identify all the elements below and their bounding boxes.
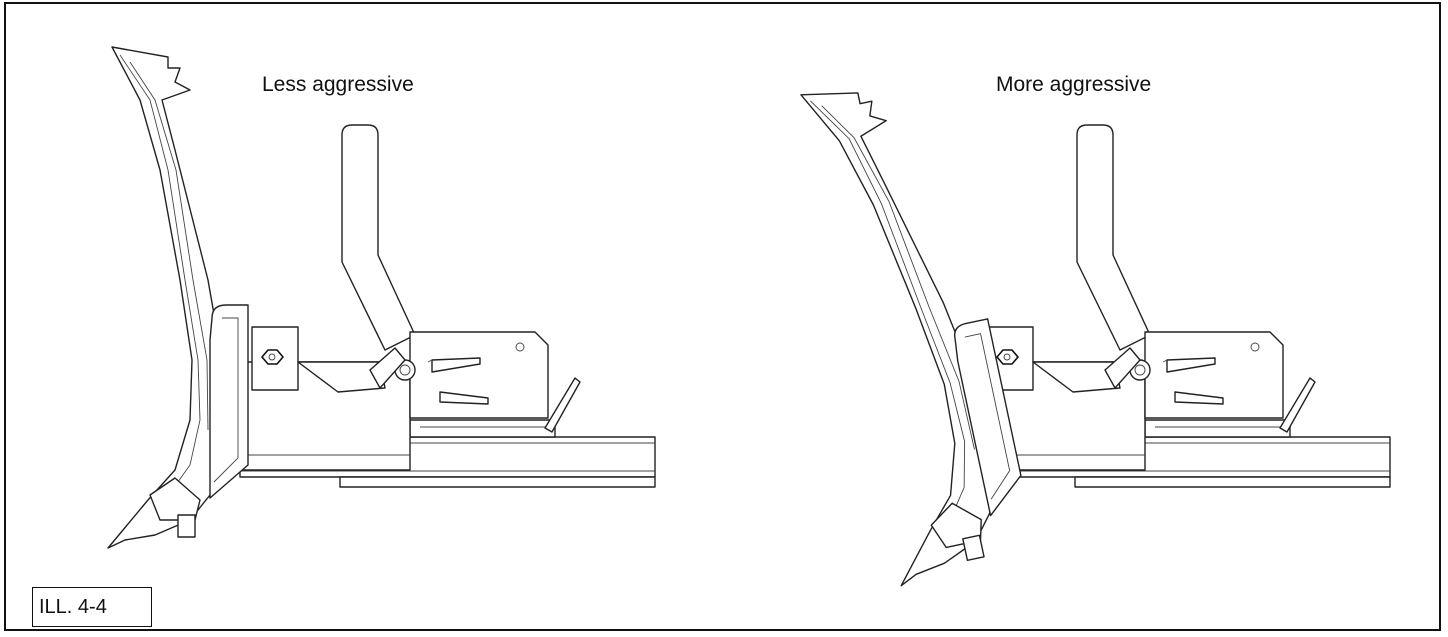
illustration-label: ILL. 4-4 [32, 587, 152, 627]
more-aggressive-caption: More aggressive [996, 73, 1152, 96]
right-assembly-drawing [974, 124, 1391, 488]
right-shank-drawing [796, 65, 1039, 587]
less-aggressive-caption: Less aggressive [262, 73, 414, 96]
left-assembly-drawing [107, 46, 656, 549]
